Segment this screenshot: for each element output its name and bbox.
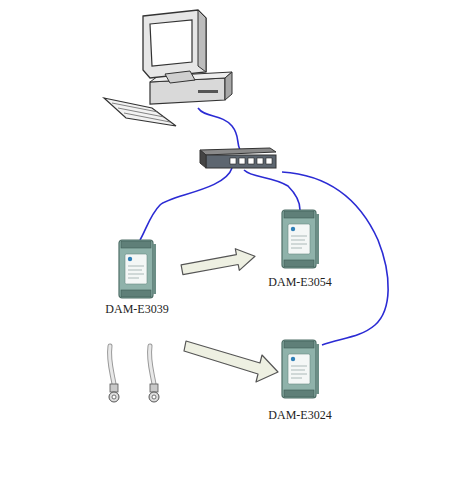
- logo-mark: [291, 227, 295, 231]
- keyboard: [104, 98, 176, 126]
- cable: [244, 170, 300, 210]
- ring-hole: [152, 395, 156, 399]
- module-body: [282, 210, 316, 268]
- cable: [282, 172, 388, 345]
- keyboard-keys: [112, 103, 170, 122]
- monitor-screen: [150, 20, 192, 66]
- network-cables: [140, 108, 388, 345]
- logo-mark: [291, 357, 295, 361]
- sensor-lead: [149, 346, 154, 384]
- sticker-lines: [128, 266, 144, 278]
- ring-hole: [112, 395, 116, 399]
- device-label: DAM-E3024: [255, 408, 345, 423]
- switch-port: [239, 158, 245, 164]
- logo-mark: [128, 257, 132, 261]
- module-side: [316, 344, 319, 394]
- switch-port: [230, 158, 236, 164]
- switch-side: [200, 150, 206, 168]
- switch-port: [248, 158, 254, 164]
- pc-case-side: [225, 72, 232, 100]
- module-body: [282, 340, 316, 398]
- sensor-crimp: [150, 384, 158, 392]
- cable: [198, 108, 240, 150]
- module-body: [119, 240, 153, 298]
- module-sticker: [288, 224, 310, 254]
- computer: [104, 10, 232, 126]
- block-arrow-shape: [181, 249, 255, 275]
- io-module-node: DAM-E3024: [255, 338, 345, 422]
- terminal-block: [284, 390, 314, 397]
- io-module-node: DAM-E3039: [92, 238, 182, 318]
- ring-lug: [109, 392, 119, 402]
- cable: [140, 168, 232, 240]
- module-sticker: [288, 354, 310, 384]
- network-switch: [200, 148, 276, 168]
- terminal-block: [284, 260, 314, 267]
- ring-lug: [149, 392, 159, 402]
- sensor-crimp: [110, 384, 118, 392]
- terminal-block: [284, 341, 314, 348]
- sticker-lines: [291, 366, 307, 378]
- switch-front: [206, 155, 276, 168]
- device-label: DAM-E3039: [92, 302, 182, 317]
- module-sticker: [125, 254, 147, 284]
- device-label: DAM-E3054: [255, 275, 345, 290]
- terminal-block: [284, 211, 314, 218]
- switch-port: [257, 158, 263, 164]
- drive-slot: [198, 90, 218, 93]
- sensor-lead: [109, 346, 114, 384]
- terminal-block: [121, 241, 151, 248]
- io-module: [117, 238, 157, 300]
- sensor-lead: [109, 346, 114, 384]
- switch-top: [200, 148, 276, 155]
- io-module-node: DAM-E3054: [255, 208, 345, 288]
- sensor-lead: [149, 346, 154, 384]
- temperature-sensors: [109, 346, 159, 402]
- terminal-block: [121, 290, 151, 297]
- block-arrow: [184, 341, 278, 382]
- monitor-side: [198, 10, 206, 72]
- sticker-lines: [291, 236, 307, 248]
- monitor: [143, 10, 206, 78]
- switch-port: [266, 158, 272, 164]
- module-side: [316, 214, 319, 264]
- io-module: [280, 338, 320, 400]
- io-module: [280, 208, 320, 270]
- monitor-stand: [165, 71, 195, 83]
- module-side: [153, 244, 156, 294]
- block-arrow: [181, 249, 255, 275]
